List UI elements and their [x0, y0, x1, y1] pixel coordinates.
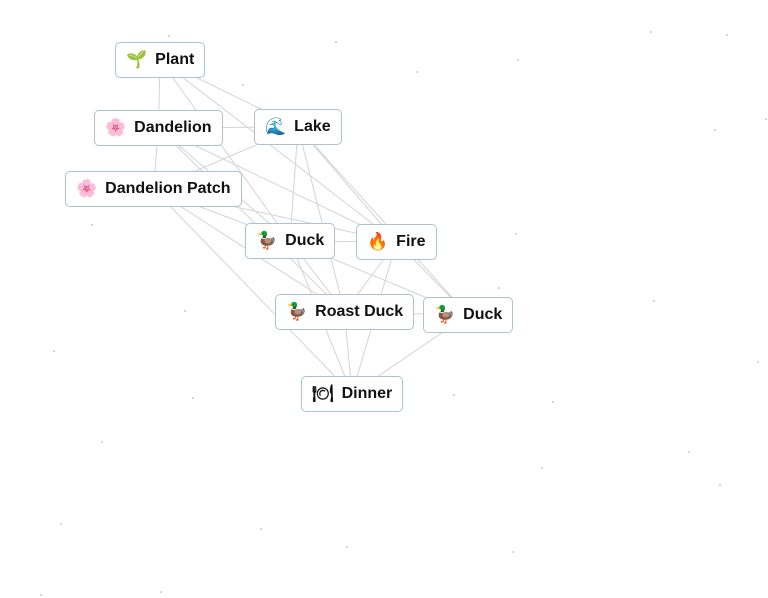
background-speck [719, 484, 721, 486]
background-speck [53, 350, 55, 352]
background-speck [512, 551, 514, 553]
element-label: Fire [396, 233, 426, 250]
connection-line [297, 126, 397, 243]
duck-icon: 🦆 [434, 304, 456, 325]
background-speck [757, 361, 759, 363]
background-speck [160, 591, 162, 593]
element-label: Lake [294, 118, 331, 135]
background-speck [765, 118, 767, 120]
background-speck [517, 59, 519, 61]
background-speck [346, 546, 348, 548]
element-roast-duck[interactable]: 🦆 Roast Duck [275, 294, 415, 330]
element-label: Dandelion Patch [105, 180, 231, 197]
connection-line [297, 126, 469, 316]
element-dandelion-patch[interactable]: 🌸 Dandelion Patch [65, 171, 242, 207]
background-speck [650, 31, 652, 33]
connection-line [159, 59, 291, 242]
background-speck [168, 35, 170, 37]
element-plant[interactable]: 🌱 Plant [115, 42, 206, 78]
background-speck [688, 451, 690, 453]
background-speck [498, 287, 500, 289]
element-label: Duck [285, 232, 325, 249]
seedling-icon: 🌱 [126, 49, 148, 70]
background-speck [552, 401, 554, 403]
background-speck [335, 41, 337, 43]
element-fire[interactable]: 🔥 Fire [356, 224, 437, 260]
element-label: Roast Duck [315, 303, 404, 320]
element-label: Dandelion [134, 119, 212, 136]
connection-line [289, 126, 299, 242]
element-duck[interactable]: 🦆 Duck [245, 223, 336, 259]
element-label: Dinner [341, 385, 393, 402]
flower-icon: 🌸 [105, 117, 127, 138]
background-speck [192, 397, 194, 399]
duck-icon: 🦆 [256, 230, 278, 251]
wave-icon: 🌊 [265, 116, 287, 137]
element-lake[interactable]: 🌊 Lake [254, 109, 342, 145]
element-dinner[interactable]: 🍽 Dinner [301, 376, 404, 412]
connection-line [158, 127, 345, 313]
connection-line [297, 126, 345, 313]
fire-icon: 🔥 [367, 231, 389, 252]
element-label: Duck [463, 306, 503, 323]
duck-icon: 🦆 [286, 301, 308, 322]
background-speck [714, 129, 716, 131]
connection-line [159, 59, 397, 243]
connection-line [158, 127, 397, 243]
element-dandelion[interactable]: 🌸 Dandelion [94, 110, 223, 146]
background-speck [726, 34, 728, 36]
background-speck [184, 310, 186, 312]
background-speck [242, 84, 244, 86]
background-speck [60, 523, 62, 525]
connection-line [153, 188, 353, 395]
background-speck [416, 71, 418, 73]
background-speck [653, 300, 655, 302]
background-speck [541, 467, 543, 469]
flower-icon: 🌸 [76, 178, 98, 199]
background-speck [453, 394, 455, 396]
background-speck [260, 528, 262, 530]
element-label: Plant [155, 51, 195, 68]
plate-icon: 🍽 [312, 383, 334, 404]
background-speck [91, 224, 93, 226]
background-speck [40, 594, 42, 596]
background-speck [101, 441, 103, 443]
element-duck[interactable]: 🦆 Duck [423, 297, 514, 333]
background-speck [515, 233, 517, 235]
